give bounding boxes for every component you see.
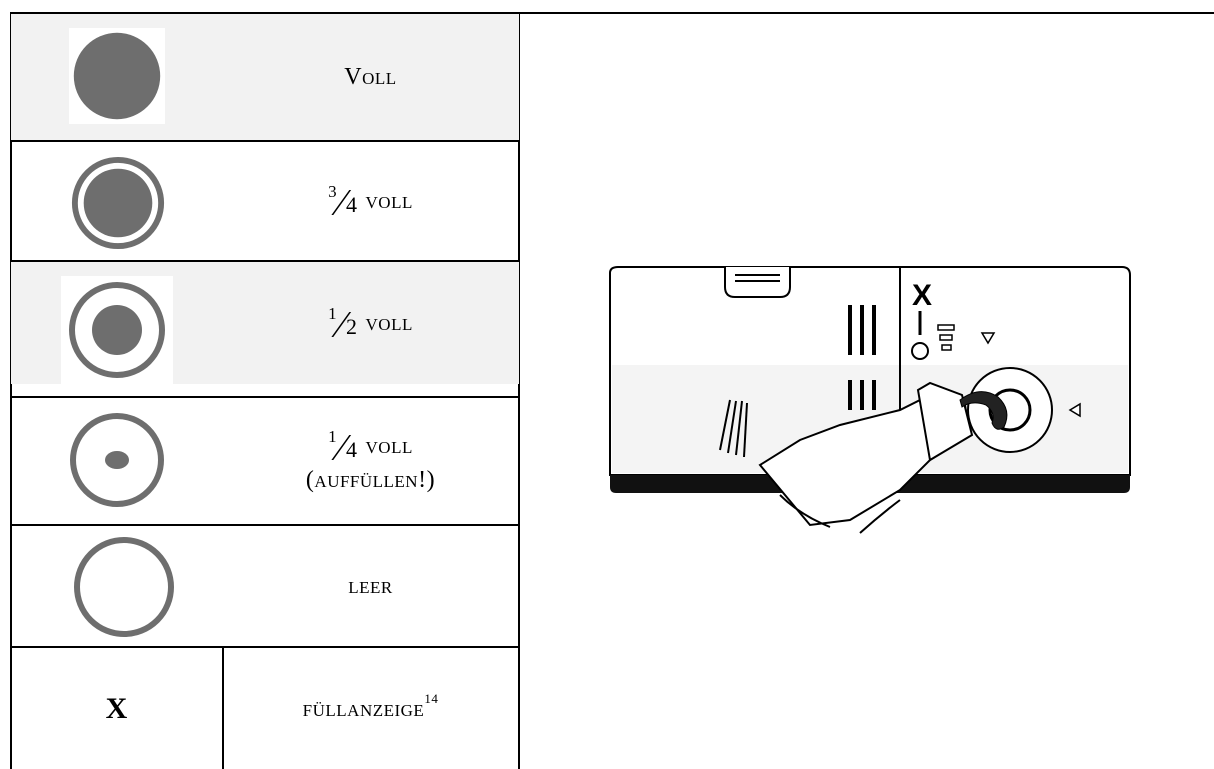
fill-label: leer — [348, 573, 393, 599]
icon-cell — [11, 14, 222, 140]
icon-cell — [11, 262, 222, 384]
label-cell: Füllanzeige14 — [222, 648, 519, 769]
table-row-three-quarter: 3 ⁄ 4 voll — [11, 142, 519, 260]
icon-cell — [11, 526, 222, 646]
table-row-empty: leer — [11, 526, 519, 646]
row-divider — [11, 646, 519, 648]
table-top-border — [11, 12, 1214, 14]
table-row-indicator: X Füllanzeige14 — [11, 648, 519, 769]
fraction-denominator: 2 — [346, 314, 358, 340]
row-divider — [11, 396, 519, 398]
fill-level-full-icon — [69, 28, 165, 124]
fill-level-three-quarter-icon — [69, 154, 167, 252]
footnote-ref: 14 — [424, 690, 439, 706]
fraction-slash: ⁄ — [338, 182, 346, 224]
row-divider — [11, 140, 519, 142]
indicator-marker: X — [105, 691, 128, 725]
indicator-label: Füllanzeige — [302, 695, 425, 722]
fill-label: voll — [365, 433, 413, 459]
fill-level-quarter-icon — [67, 410, 167, 510]
refill-hint: (auffüllen!) — [305, 467, 436, 493]
fill-label: voll — [365, 188, 413, 214]
table-row-full: Voll — [11, 14, 519, 140]
svg-text:X: X — [912, 279, 932, 312]
fraction-label: 3 ⁄ 4 voll — [328, 182, 413, 224]
indicator-label-wrap: Füllanzeige14 — [302, 690, 439, 724]
fill-label: voll — [365, 310, 413, 336]
label-cell: Voll — [222, 14, 519, 140]
fraction-label: 1 ⁄ 4 voll — [328, 427, 413, 469]
table-divider-right — [518, 12, 520, 769]
fraction-slash: ⁄ — [338, 304, 346, 346]
label-cell: 3 ⁄ 4 voll — [222, 142, 519, 260]
fraction-denominator: 4 — [346, 437, 358, 463]
fraction-label: 1 ⁄ 2 voll — [328, 304, 413, 346]
table-row-half: 1 ⁄ 2 voll — [11, 262, 519, 384]
fill-label: Voll — [344, 64, 397, 90]
label-cell: 1 ⁄ 2 voll — [222, 262, 519, 384]
fraction-numerator: 1 — [328, 427, 338, 447]
fraction-numerator: 3 — [328, 182, 338, 202]
table-left-border — [10, 12, 12, 769]
label-cell: leer — [222, 526, 519, 646]
table-row-quarter: 1 ⁄ 4 voll (auffüllen!) — [11, 398, 519, 524]
fraction-slash: ⁄ — [338, 427, 346, 469]
rinse-aid-dispenser-refill-icon: X — [600, 265, 1140, 535]
fill-level-half-icon — [61, 276, 173, 384]
cell-divider — [222, 648, 224, 769]
fraction-denominator: 4 — [346, 192, 358, 218]
fill-level-empty-icon — [69, 532, 179, 642]
icon-cell — [11, 142, 222, 260]
row-divider — [11, 260, 519, 262]
icon-cell — [11, 398, 222, 524]
row-divider — [11, 524, 519, 526]
fraction-numerator: 1 — [328, 304, 338, 324]
label-cell: 1 ⁄ 4 voll (auffüllen!) — [222, 398, 519, 524]
